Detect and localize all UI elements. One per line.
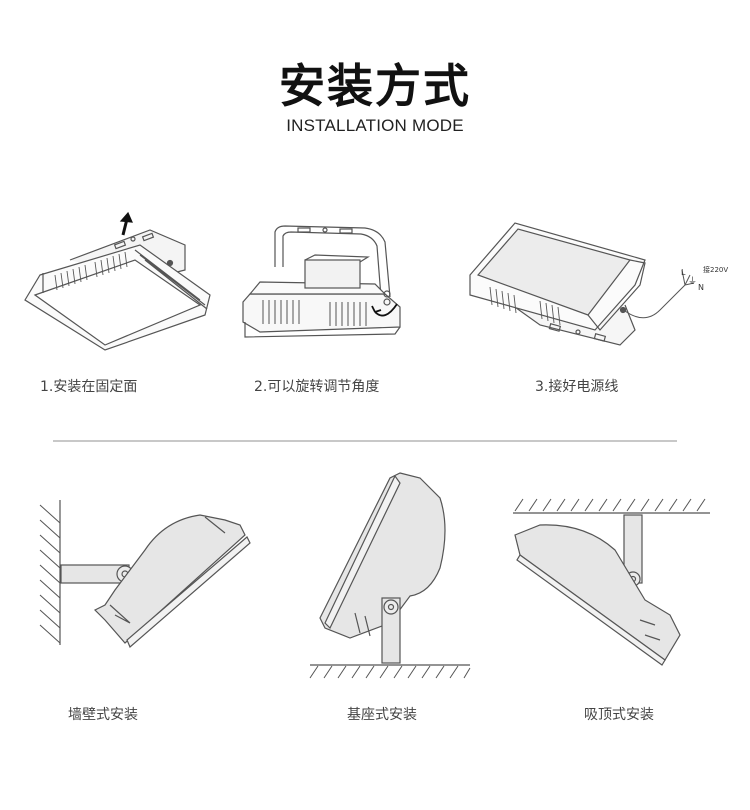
- wall-mount-caption: 墙壁式安装: [68, 707, 138, 723]
- wire-label-n: N: [698, 283, 704, 292]
- rotate-arrow-icon: [374, 303, 398, 317]
- section-divider: [53, 440, 677, 442]
- step-1-illustration: [15, 205, 215, 355]
- voltage-note: 接220V: [703, 266, 729, 274]
- step-3-illustration: [460, 215, 710, 355]
- ceiling-mount-caption: 吸顶式安装: [584, 707, 654, 723]
- ground-icon: ⏚: [688, 277, 698, 287]
- step-1-caption: 1.安装在固定面: [40, 379, 138, 395]
- page-subtitle: INSTALLATION MODE: [286, 116, 464, 135]
- step-3-caption: 3.接好电源线: [535, 379, 619, 395]
- base-mount-caption: 基座式安装: [347, 707, 417, 723]
- step-2-caption: 2.可以旋转调节角度: [254, 379, 380, 395]
- power-cable: [624, 284, 686, 319]
- page-title: 安装方式: [279, 59, 471, 113]
- base-mount-illustration: [300, 468, 480, 683]
- ceiling-mount-illustration: [505, 495, 725, 670]
- wire-label-l: L: [681, 268, 686, 277]
- wall-mount-illustration: [35, 495, 255, 655]
- step-2-illustration: [235, 222, 405, 347]
